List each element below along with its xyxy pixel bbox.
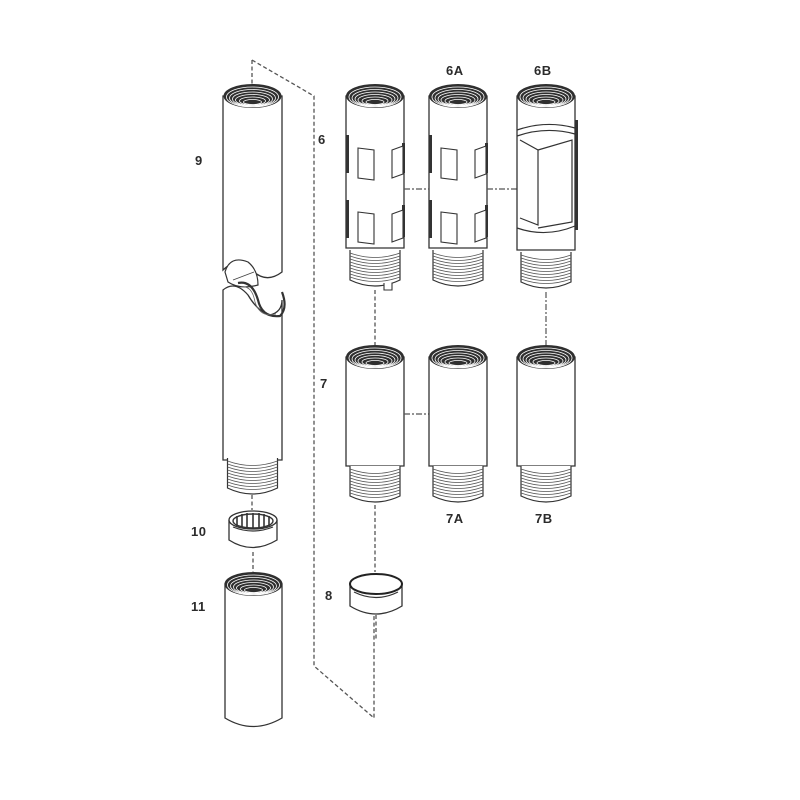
part-7b-nipple	[516, 344, 576, 503]
part-7a-nipple	[428, 344, 488, 503]
part-6a-fitting	[428, 83, 488, 287]
label-part-6a: 6A	[446, 63, 464, 78]
part-9-tube	[222, 83, 286, 510]
part-10-ring	[228, 510, 278, 572]
label-part-7a: 7A	[446, 511, 464, 526]
part-7-nipple	[345, 344, 405, 572]
part-6b-fitting	[516, 83, 578, 345]
label-part-11: 11	[191, 599, 206, 614]
label-part-8: 8	[325, 588, 333, 603]
label-part-7: 7	[320, 376, 328, 391]
label-part-9: 9	[195, 153, 203, 168]
label-part-6b: 6B	[534, 63, 552, 78]
part-6-fitting	[345, 83, 405, 345]
assembly-guide-line	[251, 59, 375, 720]
label-part-6: 6	[318, 132, 326, 147]
part-11-tube	[224, 571, 283, 728]
part-8-ring	[349, 573, 403, 640]
label-part-10: 10	[191, 524, 207, 539]
label-part-7b: 7B	[535, 511, 553, 526]
